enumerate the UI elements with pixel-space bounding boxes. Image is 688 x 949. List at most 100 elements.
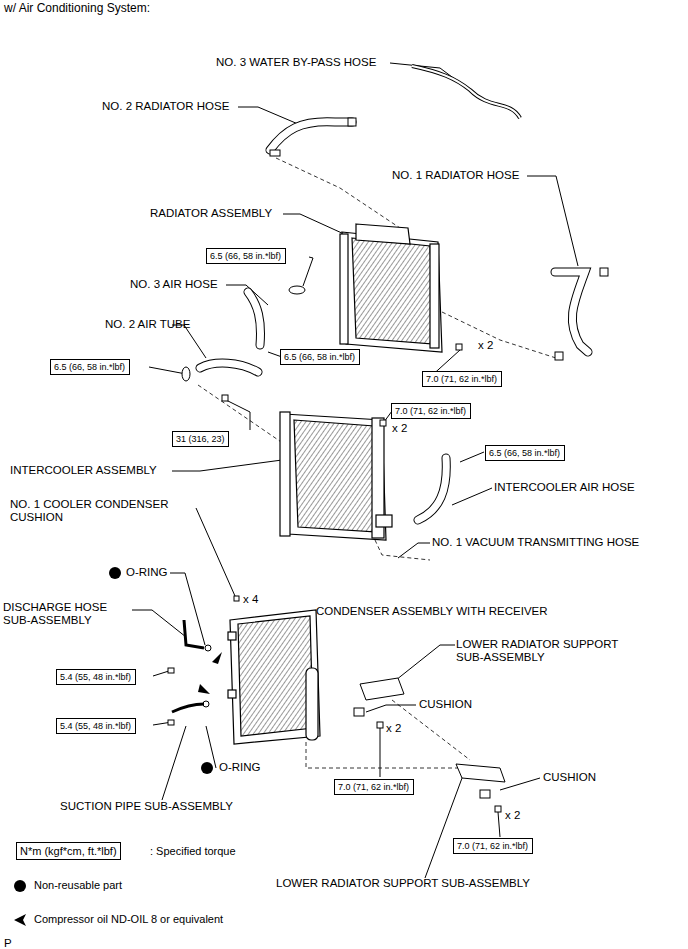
clamps-bolts (168, 118, 608, 812)
bypass-hose (412, 66, 520, 118)
clamps-bolts (456, 344, 462, 350)
leader-lines (460, 452, 484, 462)
radiator-assembly (340, 224, 442, 352)
symbols (109, 567, 121, 579)
part-name: NO. 1 COOLER CONDENSER CUSHION (10, 498, 180, 524)
torque-box: 6.5 (66, 58 in.*lbf) (206, 248, 286, 264)
leader-lines (283, 214, 344, 234)
leader-lines (132, 610, 186, 637)
part-name: INTERCOOLER ASSEMBLY (10, 464, 157, 477)
clamps-bolts (480, 790, 490, 798)
clamps-bolts (168, 720, 174, 725)
part-name: SUCTION PIPE SUB-ASSEMBLY (60, 800, 233, 813)
quantity: x 2 (478, 339, 493, 352)
torque-value: 6.5 (66, 58 in.*lbf) (489, 447, 561, 459)
quantity: x 4 (243, 593, 258, 606)
leader-lines (396, 645, 455, 680)
condenser-assembly (228, 632, 236, 640)
part-name: NO. 3 WATER BY-PASS HOSE (216, 56, 376, 69)
symbols (14, 880, 26, 892)
leader-lines (170, 573, 205, 645)
part-name: CUSHION (419, 698, 472, 711)
leader-lines (132, 63, 578, 878)
hose-outer (200, 363, 258, 372)
clamps-bolts (348, 118, 356, 126)
clamps-bolts (234, 596, 239, 601)
torque-box: 31 (316, 23) (172, 431, 229, 447)
clamps-bolts (377, 722, 383, 728)
part-name: CUSHION (543, 771, 596, 784)
symbols (201, 762, 213, 774)
hose-inner (555, 272, 588, 352)
hose-inner (248, 292, 261, 345)
part-name: LOWER RADIATOR SUPPORT SUB-ASSEMBLY (456, 638, 641, 664)
hose-inner (200, 363, 258, 372)
clamps-bolts (456, 764, 505, 782)
intercooler-assembly (280, 412, 290, 536)
torque-value: 5.4 (55, 48 in.*lbf) (60, 720, 132, 732)
leader-lines (206, 726, 216, 768)
leader-lines (149, 367, 186, 374)
torque-box: 6.5 (66, 58 in.*lbf) (280, 349, 360, 365)
part-name: NO. 3 AIR HOSE (130, 278, 218, 291)
leader-lines (162, 726, 186, 800)
clamps-bolts (270, 150, 280, 156)
hose-outer (200, 122, 588, 520)
bypass-hose (412, 66, 520, 118)
clamps-bolts (360, 678, 404, 700)
dashed-lines (442, 312, 556, 358)
clamps-bolts (600, 268, 608, 276)
torque-value: 7.0 (71, 62 in.*lbf) (426, 373, 498, 385)
torque-box: 5.4 (55, 48 in.*lbf) (56, 718, 136, 734)
condenser-assembly (228, 690, 236, 698)
hose-inner (418, 458, 446, 520)
torque-value: 6.5 (66, 58 in.*lbf) (210, 250, 282, 262)
condenser-assembly (228, 610, 320, 744)
clamps-bolts (184, 620, 204, 648)
clamps-bolts (380, 420, 386, 426)
dashed-lines (276, 158, 400, 228)
clamps-bolts (168, 668, 174, 673)
part-name: RADIATOR ASSEMBLY (150, 207, 272, 220)
legend-text: Non-reusable part (34, 879, 122, 892)
torque-box: 5.4 (55, 48 in.*lbf) (56, 669, 136, 685)
intercooler-assembly (284, 414, 386, 540)
dashed-lines (306, 742, 462, 768)
part-name: O-RING (126, 566, 168, 579)
part-name: O-RING (219, 761, 261, 774)
legend-text: : Specified torque (150, 845, 236, 858)
torque-value: 5.4 (55, 48 in.*lbf) (60, 671, 132, 683)
leader-lines (425, 770, 465, 878)
torque-value: 31 (316, 23) (176, 433, 225, 445)
leader-lines (380, 728, 381, 777)
leader-lines (500, 778, 540, 790)
intercooler-assembly (376, 515, 392, 527)
radiator-assembly (340, 234, 348, 344)
torque-value: N*m (kgf*cm, ft.*lbf) (20, 844, 117, 858)
dashed-lines (198, 158, 556, 768)
part-name: NO. 1 VACUUM TRANSMITTING HOSE (432, 536, 639, 549)
intercooler-assembly (280, 412, 392, 540)
figure-code: P (4, 937, 12, 949)
part-name: NO. 1 RADIATOR HOSE (392, 169, 519, 182)
title: w/ Air Conditioning System: (4, 2, 150, 15)
quantity: x 2 (386, 722, 401, 735)
leader-lines (366, 705, 416, 712)
hose-outer (248, 292, 261, 345)
hose-outer (270, 122, 352, 150)
part-name: CONDENSER ASSEMBLY WITH RECEIVER (316, 605, 548, 618)
leader-lines (238, 107, 298, 124)
intercooler-assembly (294, 420, 378, 532)
torque-value: 6.5 (66, 58 in.*lbf) (54, 361, 126, 373)
clamps-bolts (182, 367, 190, 381)
part-name: NO. 2 RADIATOR HOSE (102, 100, 229, 113)
hose-outer (418, 458, 446, 520)
quantity: x 2 (392, 422, 407, 435)
leader-lines (398, 543, 430, 558)
bypass-hose (412, 66, 520, 118)
clamps-bolts (205, 645, 211, 651)
leader-lines (226, 400, 250, 430)
part-name: DISCHARGE HOSE SUB-ASSEMBLY (3, 601, 123, 627)
torque-box: 7.0 (71, 62 in.*lbf) (391, 403, 471, 419)
leader-lines (498, 812, 500, 837)
